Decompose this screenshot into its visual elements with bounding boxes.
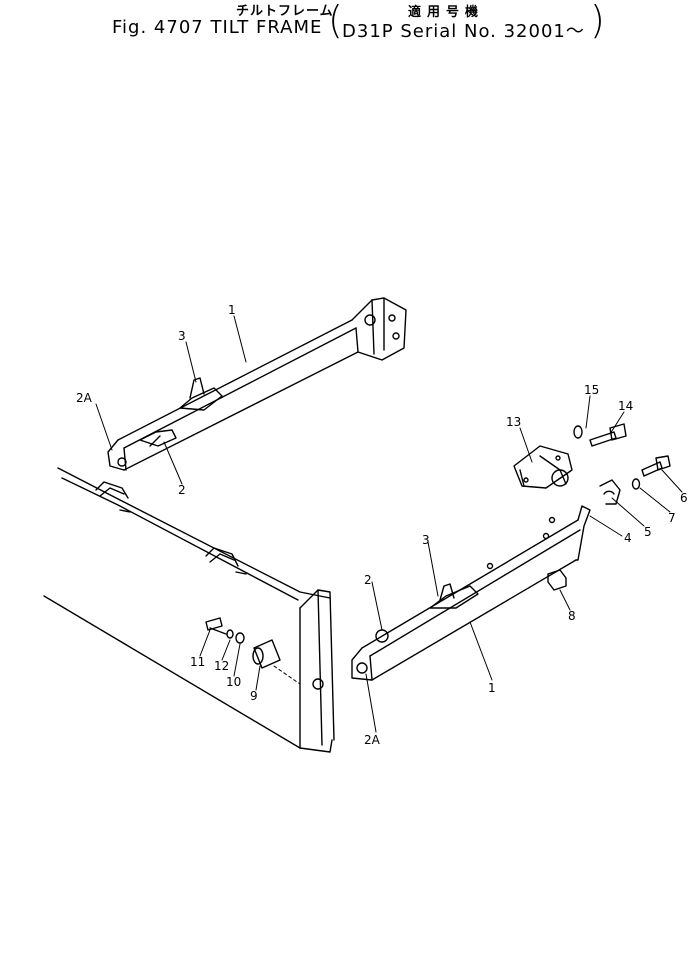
- bracket-13: [513, 445, 573, 489]
- japanese-applicable-models: 適用号機: [408, 5, 485, 20]
- callout-14: 14: [618, 399, 633, 413]
- callout-2a-lower: 2A: [364, 733, 381, 747]
- callout-1-upper: 1: [228, 303, 236, 317]
- callout-4: 4: [624, 531, 632, 545]
- bolt-14: [589, 423, 627, 447]
- callout-13: 13: [506, 415, 521, 429]
- leader-lines: [95, 315, 683, 733]
- upper-tilt-frame: [107, 297, 407, 471]
- washer-10: [235, 632, 245, 644]
- callout-3-upper: 3: [178, 329, 186, 343]
- callout-15: 15: [584, 383, 599, 397]
- japanese-title: チルトフレーム: [236, 4, 334, 19]
- bolt-6: [641, 455, 671, 477]
- callout-7: 7: [668, 511, 676, 525]
- pin-9: [252, 639, 281, 669]
- callout-8: 8: [568, 609, 576, 623]
- open-parenthesis: (: [328, 0, 343, 42]
- cap-5: [599, 479, 621, 505]
- serial-number: D31P Serial No. 32001～: [342, 21, 585, 42]
- washer-15: [573, 425, 583, 439]
- callout-10: 10: [226, 675, 241, 689]
- blade: [43, 467, 335, 753]
- callouts: 1 3 2A 2 15 14 13 6 7 5 4 8 3 2 1 2A 11 …: [76, 303, 688, 747]
- callout-1-lower: 1: [488, 681, 496, 695]
- figure-title: Fig. 4707 TILT FRAME: [112, 17, 323, 38]
- callout-3-lower: 3: [422, 533, 430, 547]
- washer-7: [631, 478, 641, 490]
- callout-9: 9: [250, 689, 258, 703]
- callout-2-upper: 2: [178, 483, 186, 497]
- diagram-header: チルトフレーム 適用号機 Fig. 4707 TILT FRAME ( D31P…: [0, 0, 692, 50]
- callout-5: 5: [644, 525, 652, 539]
- callout-11: 11: [190, 655, 205, 669]
- callout-2-lower: 2: [364, 573, 372, 587]
- bolt-11: [205, 617, 227, 635]
- nut-8: [547, 569, 567, 591]
- close-parenthesis: ): [590, 0, 605, 42]
- lower-tilt-frame: [351, 505, 591, 681]
- callout-6: 6: [680, 491, 688, 505]
- callout-12: 12: [214, 659, 229, 673]
- callout-2a-upper: 2A: [76, 391, 93, 405]
- washer-12: [226, 629, 234, 639]
